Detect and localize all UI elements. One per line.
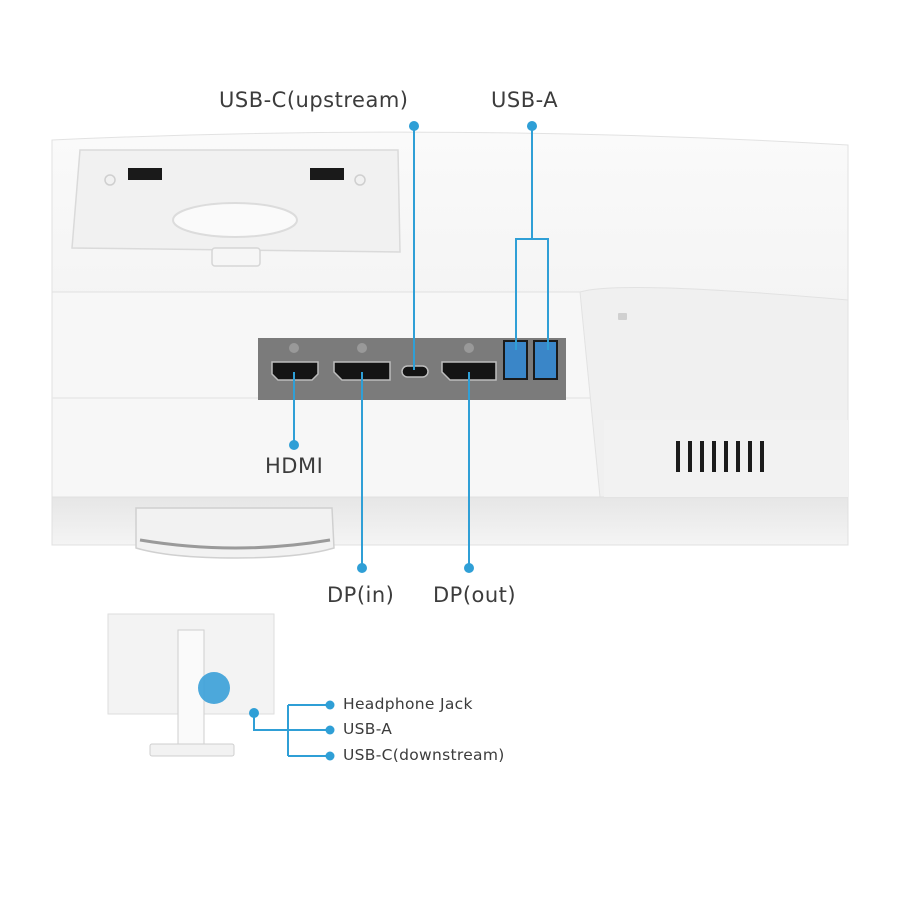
thumb-port-highlight bbox=[198, 672, 230, 704]
side-port-leaders bbox=[253, 704, 330, 757]
usb-a-port-2 bbox=[533, 340, 558, 380]
label-usb-c-upstream: USB-C(upstream) bbox=[219, 88, 409, 112]
vesa-slot-left bbox=[128, 168, 162, 180]
hdmi-port bbox=[271, 361, 319, 381]
usb-a-bracket bbox=[515, 238, 549, 350]
monitor-thumbnail bbox=[107, 613, 335, 761]
mount-hub bbox=[172, 202, 298, 238]
label-headphone-jack: Headphone Jack bbox=[343, 695, 473, 713]
label-usb-a-side: USB-A bbox=[343, 720, 393, 738]
label-dp-in: DP(in) bbox=[327, 583, 395, 607]
dp-in-port bbox=[333, 361, 391, 381]
vesa-screw-1 bbox=[104, 174, 116, 186]
mount-latch bbox=[211, 247, 261, 267]
stand-neck bbox=[135, 507, 335, 559]
vesa-screw-2 bbox=[354, 174, 366, 186]
label-usb-c-downstream: USB-C(downstream) bbox=[343, 746, 505, 764]
kensington-slot bbox=[618, 313, 627, 320]
vent-grille bbox=[604, 420, 848, 497]
dp-out-port bbox=[441, 361, 497, 381]
vesa-slot-right bbox=[310, 168, 344, 180]
label-hdmi: HDMI bbox=[265, 454, 324, 478]
callout-lines bbox=[293, 126, 549, 568]
port-panel bbox=[258, 338, 566, 400]
thumb-stand-base bbox=[149, 743, 235, 757]
label-dp-out: DP(out) bbox=[433, 583, 517, 607]
label-usb-a-top: USB-A bbox=[491, 88, 559, 112]
callout-dots bbox=[289, 121, 537, 573]
